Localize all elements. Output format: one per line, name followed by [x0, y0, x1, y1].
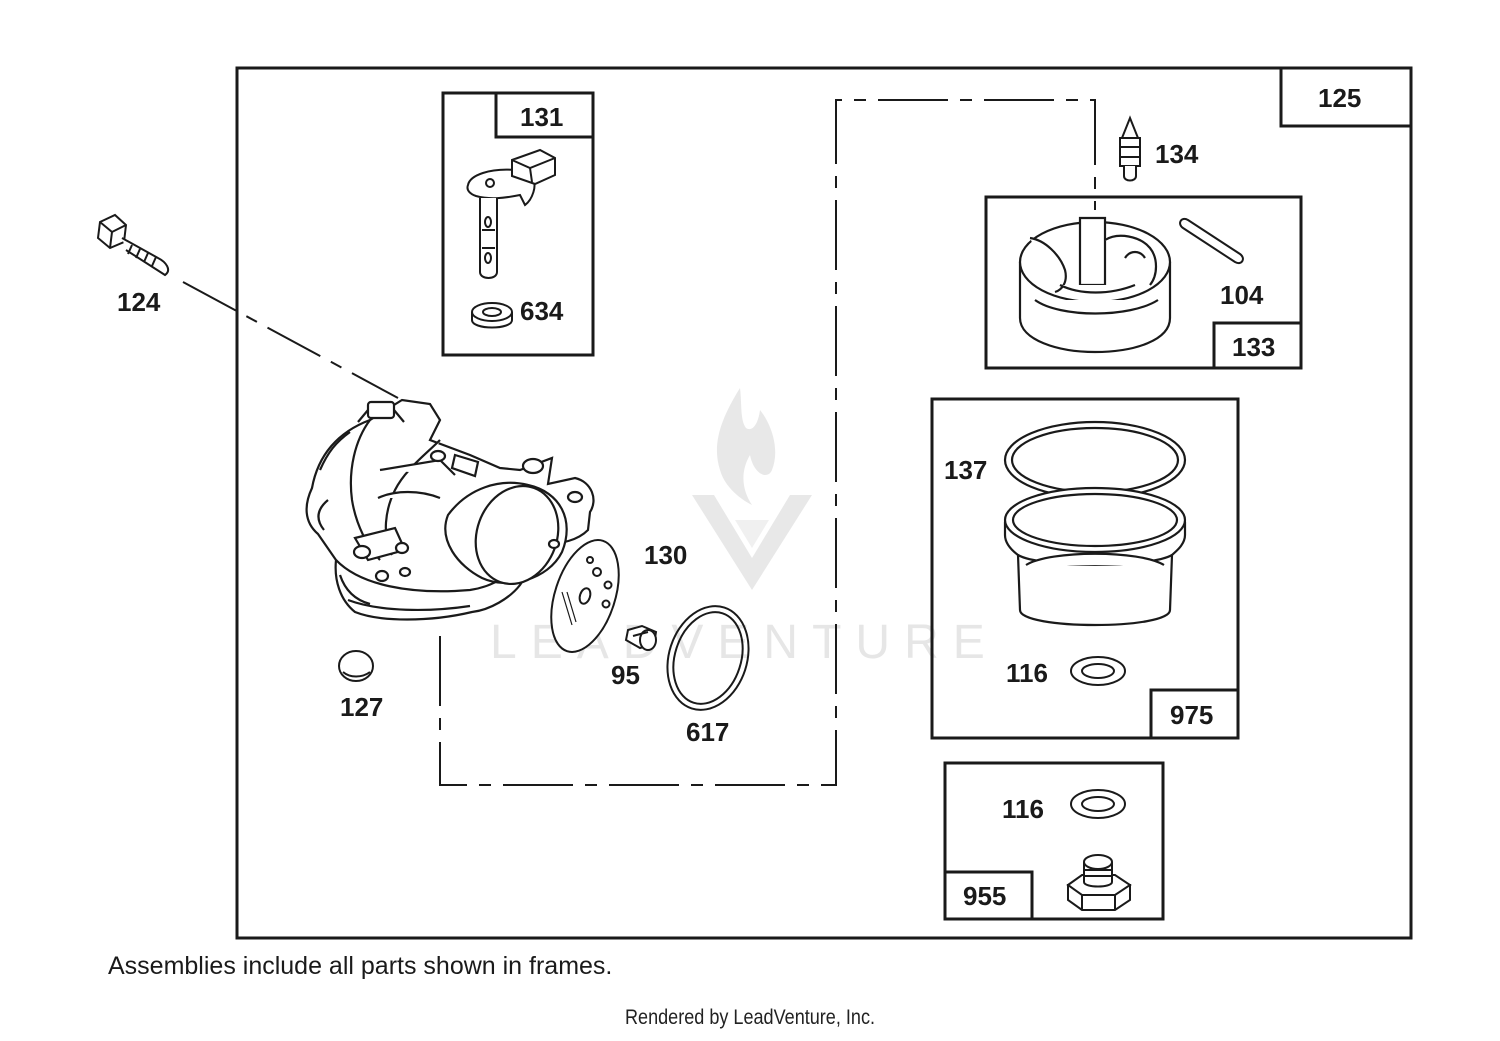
- part-127-label: 127: [340, 692, 383, 722]
- part-137-label: 137: [944, 455, 987, 485]
- part-130-label: 130: [644, 540, 687, 570]
- pin-104-icon: [1179, 218, 1244, 264]
- needle-134-icon: [1119, 115, 1141, 182]
- choke-shaft-icon: [466, 148, 556, 279]
- frame-955: [943, 761, 1165, 921]
- washer-116-bowl-icon: [1070, 656, 1126, 686]
- part-617-label: 617: [686, 717, 729, 747]
- frame-133-label: 133: [1232, 332, 1275, 362]
- rendered-by-text: Rendered by LeadVenture, Inc.: [624, 1006, 876, 1029]
- part-95-label: 95: [611, 660, 640, 690]
- part-116-bowl-label: 116: [1006, 658, 1048, 688]
- gasket-634-icon: [471, 302, 513, 329]
- carburetor-body-icon: [305, 398, 595, 621]
- frame-133: [984, 195, 1303, 370]
- assemblies-footnote: Assemblies include all parts shown in fr…: [108, 952, 613, 980]
- washer-116-nut-icon: [1070, 789, 1126, 819]
- bowl-nut-icon: [1066, 854, 1132, 911]
- plug-127-icon: [338, 650, 374, 682]
- frame-125-tag: [1279, 66, 1413, 128]
- oring-617-icon: [666, 605, 750, 711]
- frame-975-label: 975: [1170, 700, 1213, 730]
- plate-130-icon: [550, 539, 620, 653]
- frame-955-tag: [943, 870, 1034, 921]
- part-104-label: 104: [1220, 280, 1264, 310]
- frame-133-tag: [1212, 321, 1303, 370]
- part-116-nut-label: 116: [1002, 794, 1044, 824]
- connection-leader: [439, 99, 1096, 786]
- bowl-icon: [1003, 486, 1187, 627]
- float-icon: [1018, 216, 1172, 354]
- part-134-label: 134: [1155, 139, 1199, 169]
- frame-131-label: 131: [520, 102, 563, 132]
- part-634-label: 634: [520, 296, 564, 326]
- screw-124-icon: [96, 213, 169, 277]
- screw-124-leader: [182, 281, 399, 399]
- part-124-label: 124: [117, 287, 161, 317]
- frame-975-tag: [1149, 688, 1240, 740]
- frame-125: [235, 66, 1413, 940]
- gasket-137-icon: [1003, 420, 1187, 500]
- frame-975: [930, 397, 1240, 740]
- frame-955-label: 955: [963, 881, 1006, 911]
- frame-125-label: 125: [1318, 83, 1361, 113]
- screw-95-icon: [624, 624, 658, 651]
- frame-131-tag: [494, 91, 595, 139]
